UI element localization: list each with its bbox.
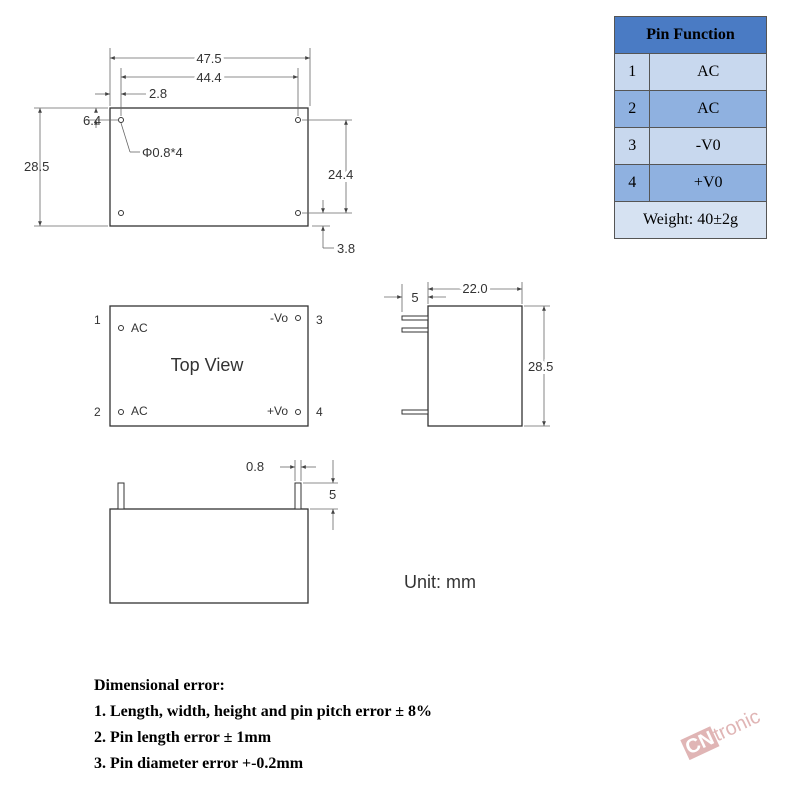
table-row: 2 AC [613,90,767,128]
pin-cell: 4 [613,164,651,202]
dim-bottom-offset: 3.8 [337,241,355,256]
dim-height-overall: 28.5 [24,159,49,174]
pin-number-2: 2 [94,405,101,419]
side-pin [401,409,429,415]
dim-height-pitch: 24.4 [328,167,353,182]
dim-pin-height: 5 [329,487,336,502]
pin-hole [295,210,301,216]
note-item: 1. Length, width, height and pin pitch e… [94,703,433,720]
side-view [384,282,550,427]
pin-label-2: AC [131,404,148,418]
elevation-body [109,508,309,604]
dim-pin-width: 0.8 [246,459,264,474]
pin-function-header: Pin Function [614,16,767,54]
top-view-title: Top View [171,355,245,375]
pin-label-4: +Vo [267,404,288,418]
pin-function-table: Pin Function 1 AC 2 AC 3 -V0 4 +V0 Weigh… [613,16,767,239]
pin-marker-1 [118,325,124,331]
dim-side-depth: 22.0 [462,281,487,296]
side-view-body [427,305,523,427]
function-cell: AC [649,90,767,128]
side-pin [401,327,429,333]
function-cell: +V0 [649,164,767,202]
side-pin [401,315,429,321]
table-row: Weight: 40±2g [614,201,767,239]
table-row: 3 -V0 [613,127,767,165]
dim-pin-offset-y: 6.4 [83,113,101,128]
elevation-pin-right [294,482,302,510]
front-view-body [109,107,309,227]
pin-label-1: AC [131,321,148,335]
dimensional-error-notes: Dimensional error: 1. Length, width, hei… [94,673,432,777]
dim-side-pin-length: 5 [411,290,418,305]
top-view-body [109,305,309,427]
note-item: 2. Pin length error ± 1mm [94,729,272,746]
pin-label-3: -Vo [270,311,288,325]
dim-pin-offset-x: 2.8 [149,86,167,101]
pin-number-1: 1 [94,313,101,327]
pin-marker-2 [118,409,124,415]
note-item: 3. Pin diameter error +-0.2mm [94,755,304,772]
dim-width-overall: 47.5 [196,51,221,66]
pin-cell: 2 [613,90,651,128]
dim-width-pitch: 44.4 [196,70,221,85]
pin-elevation-view [109,460,338,604]
pin-hole [118,210,124,216]
pin-hole [295,117,301,123]
function-cell: -V0 [649,127,767,165]
pin-cell: 3 [613,127,651,165]
dim-side-height: 28.5 [528,359,553,374]
front-view [34,48,352,249]
pin-number-3: 3 [316,313,323,327]
pin-cell: 1 [613,53,651,91]
function-cell: AC [649,53,767,91]
unit-label: Unit: mm [404,572,476,592]
notes-title: Dimensional error: [94,677,225,694]
pin-marker-3 [295,315,301,321]
table-row: 4 +V0 [613,164,767,202]
pin-hole [118,117,124,123]
elevation-pin-left [117,482,125,510]
dim-pin-diameter: Φ0.8*4 [142,145,183,160]
table-row: 1 AC [613,53,767,91]
pin-marker-4 [295,409,301,415]
top-view: 1 AC 2 AC 3 -Vo 4 +Vo Top View [94,305,323,427]
weight-cell: Weight: 40±2g [614,201,767,239]
pin-number-4: 4 [316,405,323,419]
